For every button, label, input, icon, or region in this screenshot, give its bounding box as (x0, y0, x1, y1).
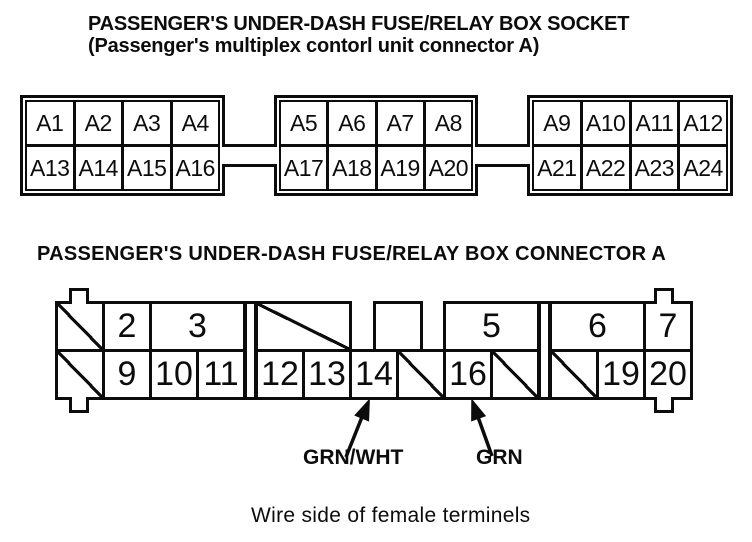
connector-blanked-cell (255, 301, 352, 352)
socket-cell-A22: A22 (582, 147, 629, 189)
socket-cell-A15: A15 (124, 147, 170, 189)
socket-link-bar (222, 144, 277, 167)
mounting-tab-top-right (654, 288, 674, 304)
socket-cell-A5: A5 (281, 102, 327, 144)
mounting-tab-top-left (69, 288, 89, 304)
socket-cell-A18: A18 (329, 147, 375, 189)
connector-pin-9: 9 (102, 349, 152, 400)
socket-cell-A9: A9 (534, 102, 580, 144)
connector-pin-6: 6 (549, 301, 646, 352)
connector-pin-13: 13 (302, 349, 352, 400)
wire-arrowhead-grn (471, 398, 487, 422)
connector-pin-3: 3 (149, 301, 246, 352)
socket-cell-A8: A8 (425, 102, 471, 144)
connector-pin-14: 14 (349, 349, 399, 400)
connector-pin-16: 16 (443, 349, 493, 400)
socket-cell-A10: A10 (582, 102, 629, 144)
socket-cell-A1: A1 (27, 102, 73, 144)
socket-cell-A4: A4 (172, 102, 218, 144)
socket-cell-A16: A16 (172, 147, 218, 189)
connector-pin-20: 20 (643, 349, 693, 400)
socket-cell-A23: A23 (631, 147, 678, 189)
socket-cell-A21: A21 (534, 147, 580, 189)
connector-blanked-cell (396, 349, 446, 400)
socket-cell-A2: A2 (75, 102, 121, 144)
socket-cell-A12: A12 (680, 102, 726, 144)
connector-blanked-cell (55, 301, 105, 352)
socket-cell-A13: A13 (27, 147, 73, 189)
connector-pin-10: 10 (149, 349, 199, 400)
connector-pin-19: 19 (596, 349, 646, 400)
caption: Wire side of female terminels (251, 504, 531, 527)
socket-cell-A19: A19 (377, 147, 423, 189)
mounting-tab-bottom-right (654, 397, 674, 413)
wire-label-grn-wht: GRN/WHT (303, 446, 404, 469)
connector-blanked-cell (490, 349, 540, 400)
connector-key-tab (372, 301, 423, 349)
socket-title: PASSENGER'S UNDER-DASH FUSE/RELAY BOX SO… (88, 13, 630, 35)
socket-cell-A17: A17 (281, 147, 327, 189)
connector-pin-2: 2 (102, 301, 152, 352)
socket-cell-A6: A6 (329, 102, 375, 144)
connector-blanked-cell (549, 349, 599, 400)
wire-label-grn: GRN (476, 446, 523, 469)
mounting-tab-bottom-left (69, 397, 89, 413)
wire-arrowhead-grn-wht (354, 398, 370, 422)
socket-cell-A24: A24 (680, 147, 726, 189)
connector-title: PASSENGER'S UNDER-DASH FUSE/RELAY BOX CO… (37, 243, 667, 265)
connector-blanked-cell (55, 349, 105, 400)
socket-link-bar (475, 144, 530, 167)
connector-pin-11: 11 (196, 349, 246, 400)
socket-cell-A11: A11 (631, 102, 678, 144)
connector-pin-5: 5 (443, 301, 540, 352)
connector-pin-12: 12 (255, 349, 305, 400)
socket-cell-A7: A7 (377, 102, 423, 144)
socket-cell-A14: A14 (75, 147, 121, 189)
connector-pin-7: 7 (643, 301, 693, 352)
socket-cell-A3: A3 (124, 102, 170, 144)
socket-subtitle: (Passenger's multiplex contorl unit conn… (88, 35, 540, 57)
socket-cell-A20: A20 (425, 147, 471, 189)
